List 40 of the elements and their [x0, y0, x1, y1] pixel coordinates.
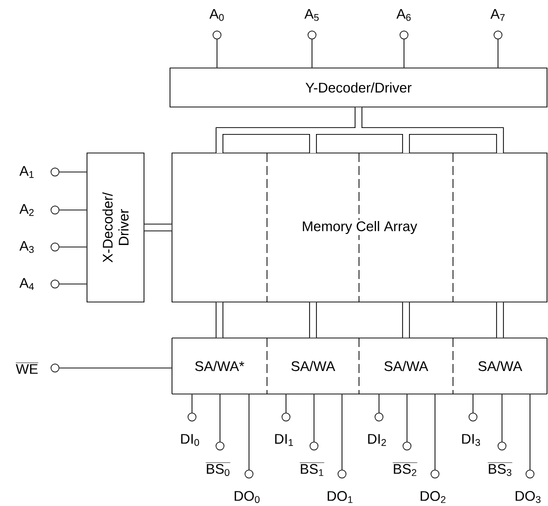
connection-line — [58, 246, 87, 248]
pin-label: A$_{0}$ — [209, 9, 224, 21]
pin-label: DO$_{0}$ — [234, 491, 260, 503]
connection-line — [216, 38, 218, 68]
pin-label: A$_{6}$ — [396, 9, 411, 21]
connection-line — [406, 394, 408, 442]
pin-label: BS$_{3}$ — [488, 462, 512, 476]
connection-line — [434, 394, 436, 470]
pin-label: BS$_{2}$ — [392, 462, 418, 476]
sense-amp-cell: SA/WA* — [172, 338, 268, 394]
pin-label: A$_{7}$ — [490, 9, 505, 21]
pin-label: A$_{2}$ — [19, 204, 34, 216]
pin-label: DO$_{3}$ — [516, 491, 540, 503]
bus-line — [496, 302, 504, 338]
pin-label: A$_{1}$ — [19, 166, 34, 178]
pin-label: BS$_{1}$ — [300, 462, 324, 476]
connection-line — [248, 394, 250, 470]
decoder-box: X-Decoder/ Driver — [86, 152, 144, 302]
memory-array-box: Memory Cell Array — [172, 152, 548, 302]
pin-label: DI$_{2}$ — [368, 434, 386, 446]
sense-amp-cell: SA/WA — [266, 338, 360, 394]
pin-label: A$_{4}$ — [19, 278, 34, 290]
pin-label: A$_{5}$ — [304, 9, 319, 21]
pin-label: BS$_{0}$ — [206, 462, 230, 476]
sense-amp-cell: SA/WA — [452, 338, 548, 394]
pin-label: DI$_{0}$ — [181, 434, 200, 446]
pin-label: DO$_{2}$ — [420, 491, 446, 503]
pin-label: DI$_{1}$ — [275, 434, 293, 446]
pin-label: A$_{3}$ — [19, 241, 34, 253]
connection-line — [378, 394, 380, 414]
bus-line — [402, 302, 410, 338]
bus-line — [144, 224, 172, 232]
pin-label: WE — [16, 362, 38, 374]
bus-line — [309, 302, 317, 338]
pin-label: DO$_{1}$ — [328, 491, 352, 503]
bus-line — [216, 302, 224, 338]
sense-amp-cell: SA/WA — [358, 338, 454, 394]
connection-line — [472, 394, 474, 414]
decoder-box: Y-Decoder/Driver — [170, 68, 548, 108]
pin-label: DI$_{3}$ — [462, 434, 480, 446]
